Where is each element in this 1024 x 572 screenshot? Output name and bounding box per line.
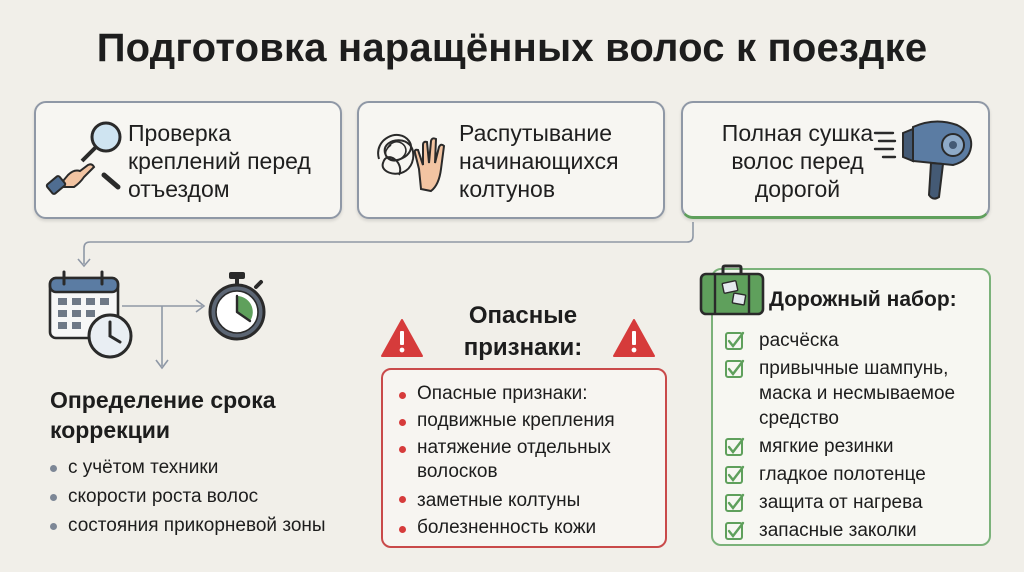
checkbox-icon	[725, 521, 745, 540]
list-item-label: защита от нагрева	[759, 492, 923, 513]
tangle-hand-icon	[377, 134, 446, 193]
warning-triangle-icon	[613, 319, 655, 357]
correction-list: с учётом техники скорости роста волос со…	[48, 453, 378, 540]
list-item: скорости роста волос	[48, 482, 378, 511]
travel-kit-list: расчёска привычные шампунь, маска и несм…	[725, 328, 987, 546]
warning-triangle-icon	[381, 319, 423, 357]
list-item: состояния прикорневой зоны	[48, 511, 378, 540]
list-item: Опасные признаки:	[397, 380, 651, 407]
correction-title: Определение срока коррекции	[50, 387, 276, 443]
list-item: с учётом техники	[48, 453, 378, 482]
list-item: запасные заколки	[725, 518, 987, 543]
card-detangle: Распутывание начинающихся колтунов	[357, 101, 665, 219]
checkbox-icon	[725, 331, 745, 350]
checkbox-icon	[725, 437, 745, 456]
list-item: натяжение отдельных волосков	[397, 434, 651, 484]
list-item: подвижные крепления	[397, 407, 651, 434]
checkbox-icon	[725, 465, 745, 484]
calendar-clock-icon	[48, 270, 133, 359]
page-title: Подготовка наращённых волос к поездке	[96, 26, 928, 70]
travel-kit-title: Дорожный набор:	[769, 288, 957, 311]
card-detangle-text: Распутывание начинающихся колтунов	[459, 120, 619, 202]
list-item: защита от нагрева	[725, 490, 987, 515]
list-item-label: привычные шампунь, маска и несмываемое с…	[759, 358, 956, 429]
card-check-attachments-text: Проверка креплений перед отъездом	[128, 120, 311, 202]
danger-list: Опасные признаки: подвижные крепления на…	[397, 380, 651, 541]
card-dry-hair: Полная сушка волос перед дорогой	[681, 101, 990, 219]
list-item: заметные колтуны	[397, 484, 651, 514]
checkbox-icon	[725, 493, 745, 512]
list-item: гладкое полотенце	[725, 462, 987, 487]
hair-dryer-icon	[873, 120, 973, 200]
danger-title: Опасные признаки:	[463, 302, 583, 361]
list-item: болезненность кожи	[397, 514, 651, 541]
suitcase-icon	[699, 264, 765, 316]
list-item: привычные шампунь, маска и несмываемое с…	[725, 356, 987, 431]
list-item-label: мягкие резинки	[759, 436, 894, 457]
list-item-label: запасные заколки	[759, 520, 917, 541]
danger-box: Опасные признаки: подвижные крепления на…	[381, 368, 667, 548]
card-dry-hair-text: Полная сушка волос перед дорогой	[721, 120, 874, 202]
list-item: расчёска	[725, 328, 987, 353]
list-item-label: расчёска	[759, 330, 839, 351]
stopwatch-icon	[208, 272, 266, 341]
travel-kit-box: Дорожный набор: расчёска привычные шампу…	[699, 264, 991, 546]
magnifier-hand-icon	[45, 121, 122, 195]
card-check-attachments: Проверка креплений перед отъездом	[34, 101, 342, 219]
list-item: мягкие резинки	[725, 434, 987, 459]
checkbox-icon	[725, 359, 745, 378]
list-item-label: гладкое полотенце	[759, 464, 926, 485]
